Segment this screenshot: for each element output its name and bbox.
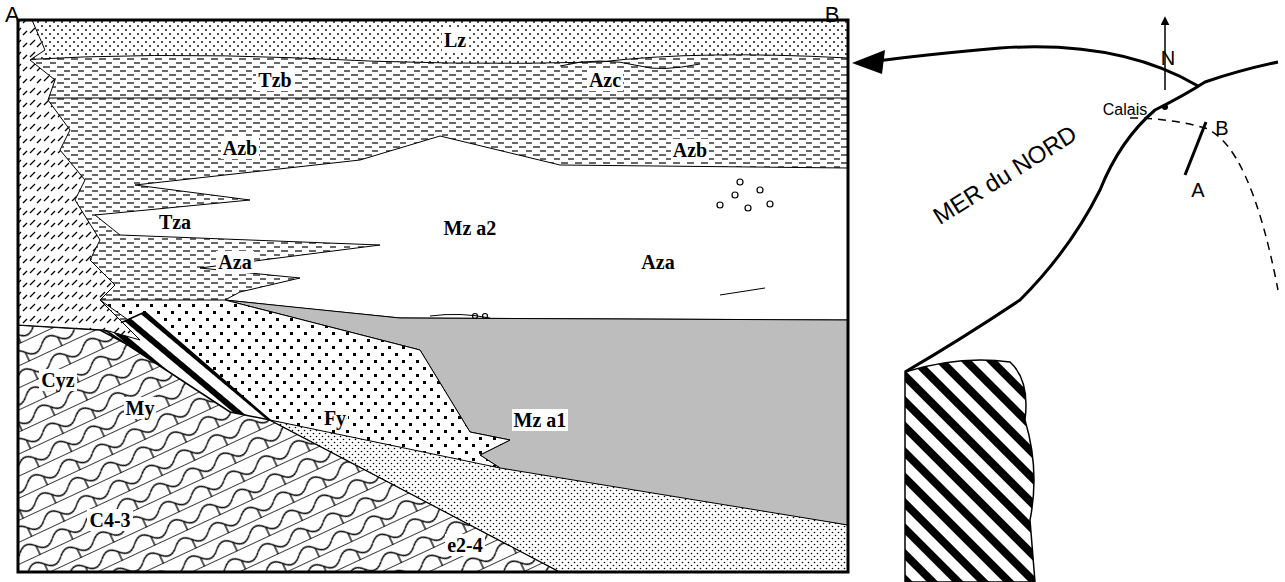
formation-label: Tza	[157, 211, 193, 233]
formation-label: Cyz	[39, 369, 76, 391]
section-end: B	[823, 3, 842, 27]
formation-label: Aza	[639, 251, 676, 273]
formation-label: Fy	[322, 407, 348, 429]
formation-label: Azb	[671, 139, 709, 161]
formation-label: Mz a2	[442, 217, 499, 239]
formation-label: Aza	[216, 251, 253, 273]
formation-label: Azc	[587, 69, 623, 91]
section-end: A	[1189, 179, 1206, 201]
section-end: B	[1213, 117, 1230, 139]
formation-label: C4-3	[87, 509, 132, 531]
town-label: Calais	[1101, 101, 1149, 119]
section-end: A	[3, 3, 22, 27]
formation-label: Tzb	[256, 69, 293, 91]
formation-label: e2-4	[445, 534, 485, 556]
formation-label: Lz	[442, 29, 468, 51]
formation-label: Mz a1	[512, 409, 569, 431]
formation-label: My	[124, 397, 157, 419]
formation-label: Azb	[221, 137, 259, 159]
sea-label: MER du NORD	[927, 119, 1083, 230]
north-label: N	[1159, 47, 1177, 69]
